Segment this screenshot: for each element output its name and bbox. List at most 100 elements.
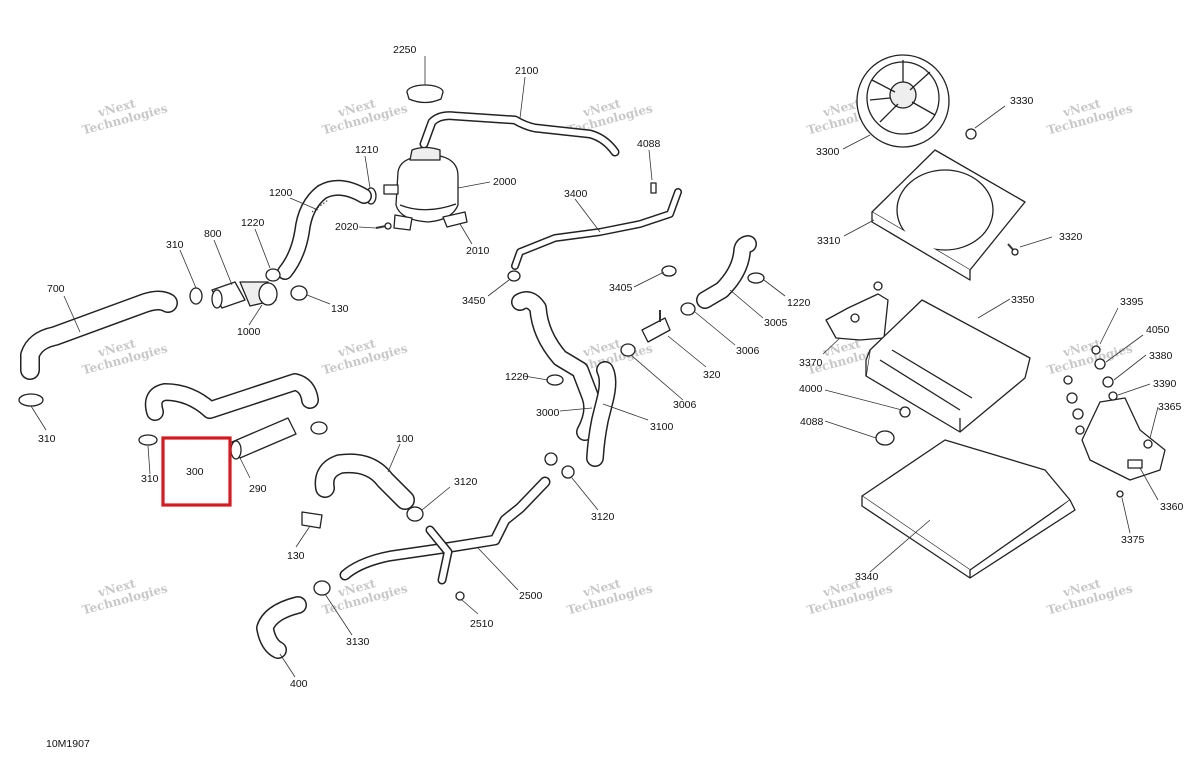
part-300-hose[interactable] [144, 373, 319, 421]
part-1220-clamp[interactable] [265, 268, 281, 282]
callout-4088[interactable]: 4088 [637, 138, 661, 150]
callout-1220[interactable]: 1220 [505, 371, 529, 383]
part-3000-hose[interactable] [511, 291, 602, 441]
part-2500-pipe[interactable] [339, 476, 551, 585]
callout-4000[interactable]: 4000 [799, 383, 823, 395]
callout-3390[interactable]: 3390 [1153, 378, 1177, 390]
part-130-clamp[interactable] [290, 285, 308, 301]
callout-3450[interactable]: 3450 [462, 295, 486, 307]
part-3100-hose[interactable] [586, 361, 617, 467]
callout-4050[interactable]: 4050 [1146, 324, 1170, 336]
part-2100-hose[interactable] [419, 111, 620, 157]
part-3300-fan[interactable] [856, 54, 950, 148]
callout-2510[interactable]: 2510 [470, 618, 494, 630]
callout-300[interactable]: 300 [186, 466, 204, 478]
callout-3370[interactable]: 3370 [799, 357, 823, 369]
callout-3100[interactable]: 3100 [650, 421, 674, 433]
part-2250-cap[interactable] [406, 84, 444, 104]
callout-3395[interactable]: 3395 [1120, 296, 1144, 308]
part-3390-washer[interactable] [1108, 391, 1118, 401]
part-2510-screw[interactable] [455, 591, 465, 601]
part-3006-clamp[interactable] [680, 302, 696, 316]
callout-310[interactable]: 310 [166, 239, 184, 251]
callout-3006[interactable]: 3006 [673, 399, 697, 411]
callout-3120[interactable]: 3120 [454, 476, 478, 488]
callout-2100[interactable]: 2100 [515, 65, 539, 77]
callout-700[interactable]: 700 [47, 283, 65, 295]
part-2020-screw[interactable] [375, 222, 392, 230]
callout-3375[interactable]: 3375 [1121, 534, 1145, 546]
callout-3000[interactable]: 3000 [536, 407, 560, 419]
part-4000-screw[interactable] [899, 406, 911, 418]
part-310-clamp[interactable] [138, 434, 158, 446]
part-100-hose[interactable] [314, 453, 415, 510]
part-130-clamp[interactable] [301, 511, 323, 529]
part-3330-nut[interactable] [965, 128, 977, 140]
part-1000-thermostat[interactable] [239, 281, 278, 307]
callout-2500[interactable]: 2500 [519, 590, 543, 602]
callout-2010[interactable]: 2010 [466, 245, 490, 257]
callout-3330[interactable]: 3330 [1010, 95, 1034, 107]
callout-3380[interactable]: 3380 [1149, 350, 1173, 362]
callout-3120[interactable]: 3120 [591, 511, 615, 523]
part-2000-reservoir[interactable] [383, 146, 459, 231]
part-3350-radiator[interactable] [865, 299, 1031, 433]
part-3130-clamp[interactable] [313, 580, 331, 596]
callout-290[interactable]: 290 [249, 483, 267, 495]
callout-2250[interactable]: 2250 [393, 44, 417, 56]
part-1220-clamp[interactable] [747, 272, 765, 284]
callout-3310[interactable]: 3310 [817, 235, 841, 247]
part-3120-clamp[interactable] [561, 465, 575, 479]
part-3375-screw[interactable] [1116, 490, 1124, 498]
part-290-sleeve[interactable] [230, 417, 297, 460]
part-3006-clamp[interactable] [620, 343, 636, 357]
part-3360-bracket[interactable] [1081, 397, 1166, 481]
part-3120-clamp[interactable] [406, 506, 424, 522]
part-4050-nut[interactable] [1094, 358, 1106, 370]
part-4088-grommet[interactable] [875, 430, 895, 446]
callout-320[interactable]: 320 [703, 369, 721, 381]
callout-400[interactable]: 400 [290, 678, 308, 690]
part-4088-screw[interactable] [650, 182, 657, 194]
callout-130[interactable]: 130 [331, 303, 349, 315]
callout-310[interactable]: 310 [141, 473, 159, 485]
callout-800[interactable]: 800 [204, 228, 222, 240]
callout-1210[interactable]: 1210 [355, 144, 379, 156]
part-nut[interactable] [1063, 375, 1073, 385]
callout-3350[interactable]: 3350 [1011, 294, 1035, 306]
callout-1220[interactable]: 1220 [241, 217, 265, 229]
callout-3365[interactable]: 3365 [1158, 401, 1182, 413]
callout-3320[interactable]: 3320 [1059, 231, 1083, 243]
callout-3405[interactable]: 3405 [609, 282, 633, 294]
callout-310[interactable]: 310 [38, 433, 56, 445]
callout-3130[interactable]: 3130 [346, 636, 370, 648]
part-3310-shroud[interactable] [871, 149, 1026, 281]
part-310-clamp[interactable] [18, 393, 44, 407]
part-3320-screw[interactable] [1007, 243, 1019, 256]
callout-130[interactable]: 130 [287, 550, 305, 562]
part-washer[interactable] [1072, 408, 1084, 420]
callout-3006[interactable]: 3006 [736, 345, 760, 357]
part-3450-clamp[interactable] [507, 270, 521, 282]
callout-2000[interactable]: 2000 [493, 176, 517, 188]
callout-3300[interactable]: 3300 [816, 146, 840, 158]
part-3380-washer[interactable] [1102, 376, 1114, 388]
part-washer[interactable] [1075, 425, 1085, 435]
callout-1220[interactable]: 1220 [787, 297, 811, 309]
callout-4088[interactable]: 4088 [800, 416, 824, 428]
part-400-hose[interactable] [256, 596, 307, 659]
part-3370-bracket[interactable] [825, 281, 889, 341]
part-310-clamp[interactable] [189, 287, 203, 305]
callout-1200[interactable]: 1200 [269, 187, 293, 199]
callout-3005[interactable]: 3005 [764, 317, 788, 329]
part-3400-pipe[interactable] [511, 188, 682, 270]
callout-100[interactable]: 100 [396, 433, 414, 445]
part-3395-bolt[interactable] [1091, 345, 1101, 355]
part-3365-bolt[interactable] [1143, 439, 1153, 449]
part-washer[interactable] [1066, 392, 1078, 404]
part-3340-guard[interactable] [861, 439, 1076, 579]
part-800-thermostat-housing[interactable] [211, 281, 246, 309]
part-3005-hose[interactable] [696, 235, 757, 309]
part-700-hose[interactable] [20, 290, 178, 380]
callout-3340[interactable]: 3340 [855, 571, 879, 583]
